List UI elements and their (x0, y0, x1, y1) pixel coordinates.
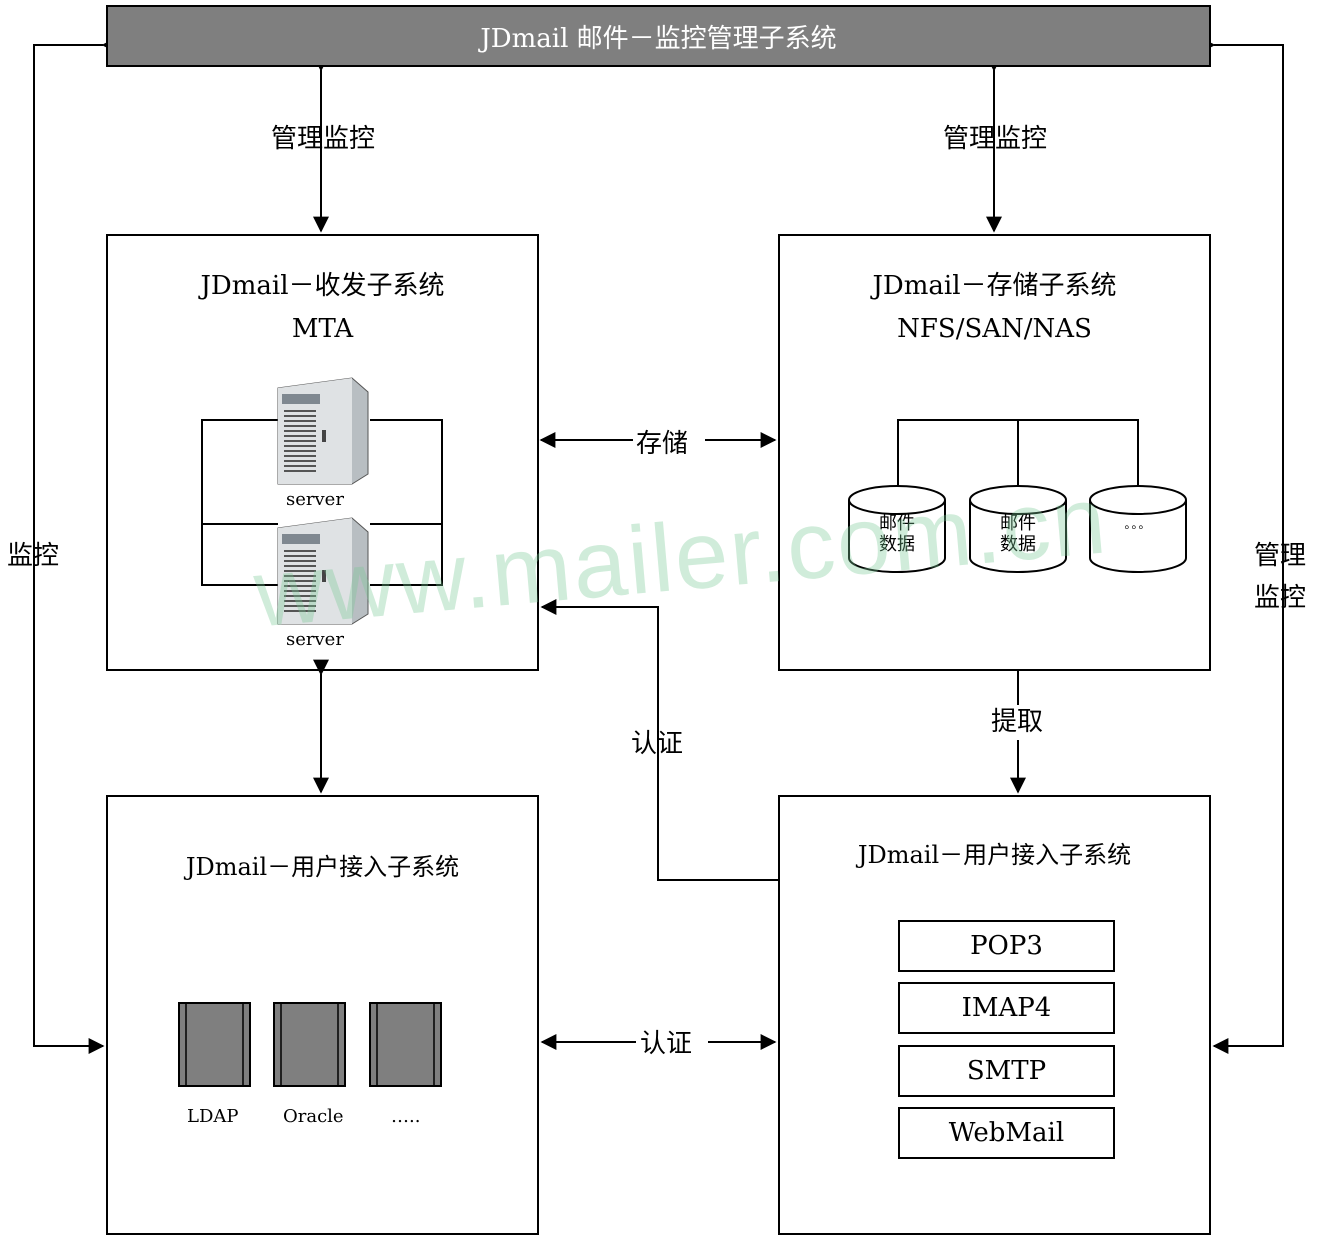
storage-box-title: JDmail－存储子系统 (872, 271, 1117, 301)
protocol-pop3: POP3 (898, 920, 1115, 972)
edge-monitor-left-top (33, 37, 118, 1054)
db-2-line-1: 邮件 (1000, 513, 1036, 534)
auth-item-more: ….. (391, 1106, 421, 1127)
database-icon (969, 485, 1067, 573)
database-icon (848, 485, 946, 573)
auth-item-oracle: Oracle (283, 1106, 344, 1127)
protocol-imap4: IMAP4 (898, 982, 1115, 1034)
edge-label-manage-right: 管理监控 (943, 124, 1048, 154)
db-2-line-2: 数据 (1000, 533, 1036, 555)
edge-label-auth-upper: 认证 (631, 729, 684, 759)
monitoring-management-subsystem-bar: JDmail 邮件－监控管理子系统 (106, 5, 1211, 67)
edge-label-monitor-left: 监控 (7, 541, 60, 571)
db-1-line-1: 邮件 (879, 513, 915, 534)
edge-manage-right (1199, 37, 1284, 1054)
database-icon (1089, 485, 1187, 573)
access-box-title: JDmail－用户接入子系统 (857, 841, 1132, 869)
db-3-label: 。。。 (1124, 517, 1152, 531)
server-label-1: server (286, 489, 344, 510)
server-icon (277, 517, 369, 625)
top-bar-title: JDmail 邮件－监控管理子系统 (480, 23, 837, 54)
auth-item-ldap: LDAP (187, 1106, 239, 1127)
auth-box-title: JDmail－用户接入子系统 (185, 853, 460, 881)
storage-box-subtitle: NFS/SAN/NAS (897, 314, 1092, 344)
edge-label-auth-lower: 认证 (640, 1029, 693, 1059)
other-store-icon (369, 1002, 442, 1087)
edge-label-manage-right-1: 管理 (1254, 541, 1307, 571)
db-1-line-2: 数据 (879, 533, 915, 555)
oracle-store-icon (273, 1002, 346, 1087)
mta-box-subtitle: MTA (291, 314, 354, 344)
protocol-smtp: SMTP (898, 1045, 1115, 1097)
edge-auth-upper (540, 599, 778, 881)
edge-label-manage-left: 管理监控 (271, 124, 376, 154)
protocol-webmail: WebMail (898, 1107, 1115, 1159)
db-2-label: 邮件 数据 (978, 513, 1058, 555)
edge-label-manage-right-2: 监控 (1254, 583, 1307, 613)
edge-label-storage: 存储 (636, 429, 689, 459)
server-label-2: server (286, 629, 344, 650)
ldap-store-icon (178, 1002, 251, 1087)
db-1-label: 邮件 数据 (857, 513, 937, 555)
server-icon (277, 377, 369, 485)
edge-label-fetch: 提取 (991, 707, 1044, 737)
mta-box-title: JDmail－收发子系统 (200, 271, 445, 301)
